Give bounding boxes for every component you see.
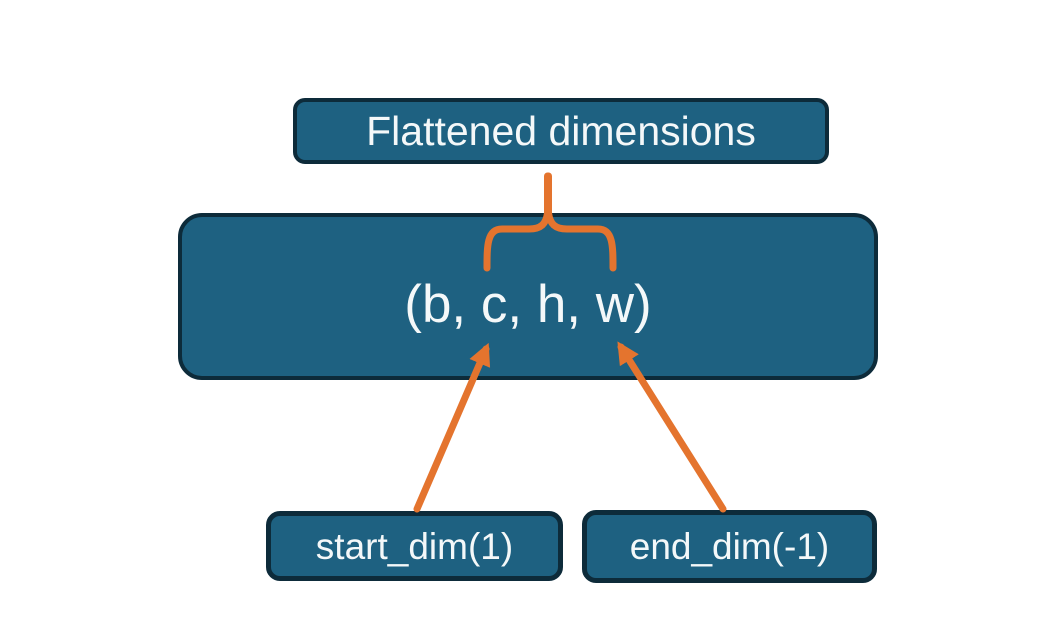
node-end-dim: end_dim(-1) — [582, 510, 877, 583]
node-flattened-dimensions: Flattened dimensions — [293, 98, 829, 164]
tensor-shape-label: (b, c, h, w) — [404, 275, 652, 334]
node-start-dim: start_dim(1) — [266, 511, 563, 581]
node-tensor-shape: (b, c, h, w) — [178, 213, 878, 380]
flattened-dimensions-label: Flattened dimensions — [366, 107, 756, 154]
start-dim-label: start_dim(1) — [315, 525, 514, 567]
end-dim-label: end_dim(-1) — [629, 526, 830, 567]
